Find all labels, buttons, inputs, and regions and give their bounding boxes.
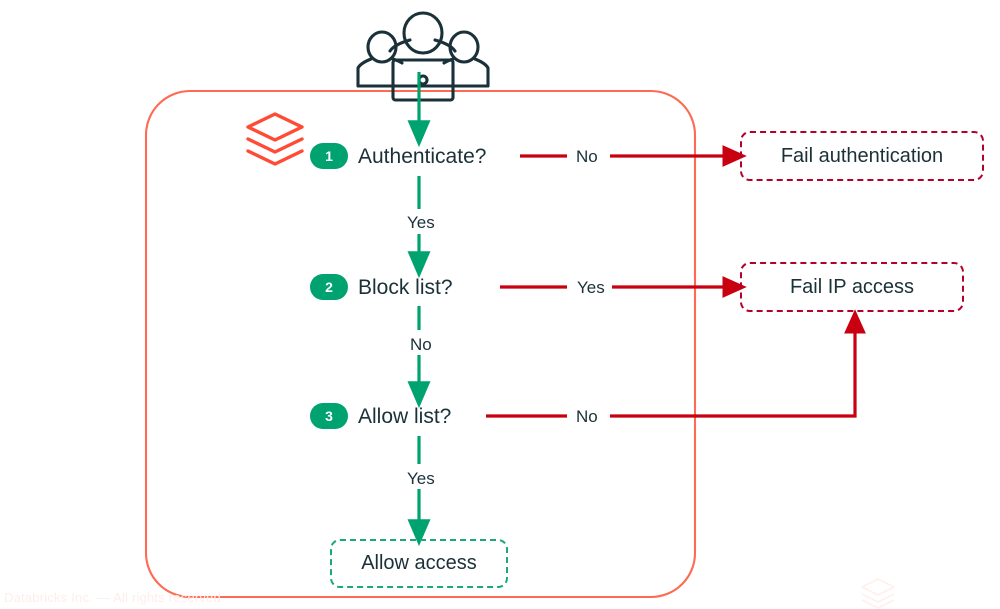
edge-label-step3-yes: Yes (400, 470, 442, 487)
edge-label-step3-no: No (569, 408, 605, 425)
step-label-allow-list: Allow list? (358, 405, 452, 428)
terminal-allow-access: Allow access (330, 539, 508, 588)
edge-label-step2-no: No (403, 336, 439, 353)
watermark-text: Databricks Inc. — All rights reserved (4, 590, 221, 605)
edge-label-step2-yes: Yes (570, 279, 612, 296)
terminal-fail-authentication: Fail authentication (740, 131, 984, 181)
watermark-databricks-logo-icon (861, 578, 895, 609)
terminal-fail-ip-access: Fail IP access (740, 262, 964, 312)
edge-label-step1-no: No (569, 148, 605, 165)
terminal-fail-ip-access-label: Fail IP access (789, 275, 915, 298)
terminal-fail-authentication-label: Fail authentication (780, 144, 944, 167)
step-badge-3: 3 (310, 403, 348, 429)
terminal-allow-access-label: Allow access (361, 552, 477, 574)
branch-step3-elbow-path (610, 309, 866, 418)
step-badge-1: 1 (310, 143, 348, 169)
step-label-block-list: Block list? (358, 276, 453, 299)
step-label-authenticate: Authenticate? (358, 145, 487, 168)
step-badge-2: 2 (310, 274, 348, 300)
users-with-laptop-icon (356, 11, 490, 102)
databricks-logo-icon (246, 112, 304, 166)
edge-label-step1-yes: Yes (400, 214, 442, 231)
